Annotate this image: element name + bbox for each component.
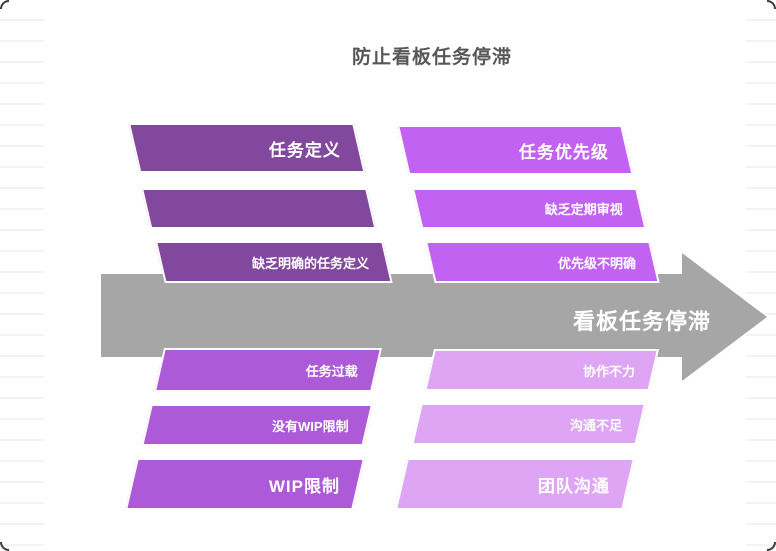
bar-label: 缺乏明确的任务定义: [251, 255, 369, 271]
cause-bar-wip-limit-header: WIP限制: [124, 458, 365, 510]
bar-label: 优先级不明确: [557, 255, 636, 271]
cause-bar-no-clear-task-definition: 缺乏明确的任务定义: [155, 241, 393, 283]
bar-label: WIP限制: [268, 476, 340, 496]
cause-bar-unclear-priority: 优先级不明确: [425, 241, 660, 283]
cause-bar-task-overload: 任务过载: [153, 348, 382, 392]
cause-bar-no-wip-limit: 没有WIP限制: [141, 404, 373, 446]
bar-label: 任务定义: [268, 140, 341, 160]
spine-arrow-label: 看板任务停滞: [572, 309, 711, 334]
bar-label: 团队沟通: [537, 476, 610, 496]
cause-bar-task-definition-empty: [141, 188, 377, 229]
diagram-card: 防止看板任务停滞 看板任务停滞 任务定义 缺乏明确的任务定义 任务优先级 缺乏定…: [44, 0, 767, 551]
window-corner-top-right: [767, 0, 776, 9]
bar-label: 协作不力: [583, 363, 636, 379]
bar-label: 任务优先级: [518, 142, 609, 162]
bar-label: 任务过载: [305, 363, 358, 379]
cause-bar-team-communication-header: 团队沟通: [394, 458, 635, 510]
page-title: 防止看板任务停滞: [351, 47, 512, 68]
window-corner-top-left: [0, 0, 9, 9]
bar-label: 没有WIP限制: [272, 418, 350, 434]
cause-bar-no-regular-review: 缺乏定期审视: [412, 188, 647, 229]
cause-bar-task-priority-header: 任务优先级: [397, 125, 634, 175]
bar-label: 沟通不足: [570, 417, 623, 433]
window-corner-bottom-left: [0, 542, 9, 551]
bar-label: 缺乏定期审视: [544, 202, 623, 217]
cause-bar-task-definition-header: 任务定义: [128, 123, 366, 173]
cause-bar-insufficient-communication: 沟通不足: [411, 403, 646, 445]
cause-bar-poor-collaboration: 协作不力: [424, 349, 659, 391]
